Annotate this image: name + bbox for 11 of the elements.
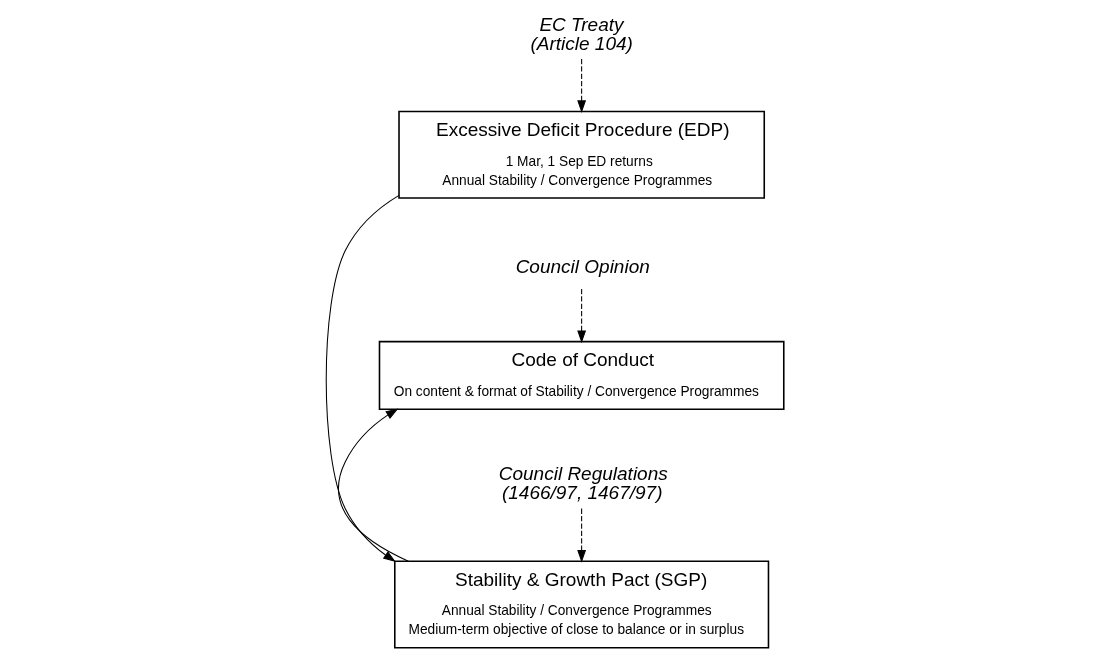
arrow [576,508,586,563]
node-text: EC Treaty (Article 104) [529,13,633,54]
node-text: Council Regulations (1466/97, 1467/97) [498,463,668,504]
node-box: Stability & Growth Pact (SGP) Annual Stability / Convergence Programmes Medium-term objective of close to balance or in surplus [393,560,769,649]
node-box: Code of Conduct On content & format of Stability / Convergence Programmes [378,340,785,410]
node-box: Excessive Deficit Procedure (EDP) 1 Mar, 1 Sep ED returns Annual Stability / Convergence Programmes [397,110,765,199]
arrow [576,58,586,114]
arrow [325,194,399,562]
arrow [337,408,409,562]
node-text: Council Opinion [515,256,650,278]
arrow [576,288,586,344]
